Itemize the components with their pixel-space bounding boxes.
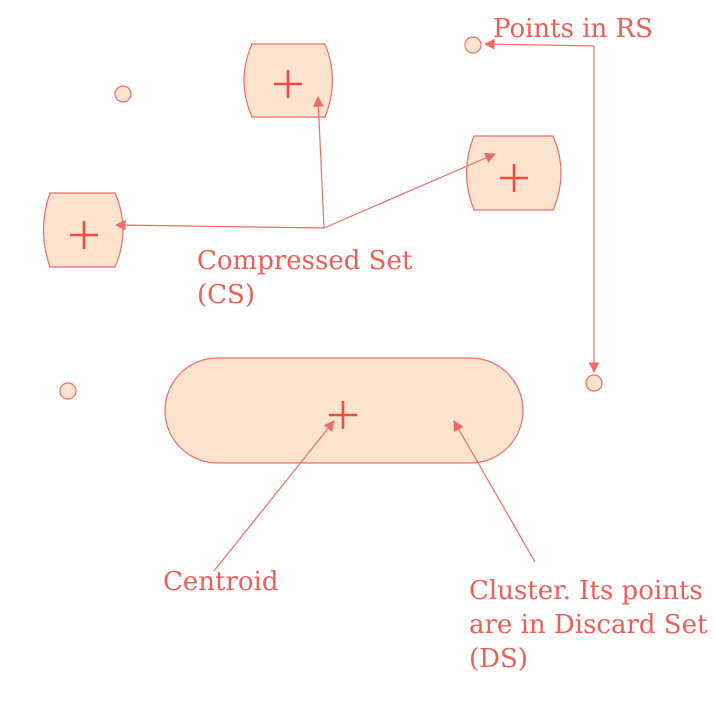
centroid-label: Centroid xyxy=(163,567,279,597)
cluster-label-line1: Cluster. Its points xyxy=(469,576,703,606)
cs-right-plus xyxy=(500,164,528,192)
compressed-set-cluster-right xyxy=(465,135,562,211)
rs-arrows xyxy=(483,38,600,374)
cs-arrows xyxy=(114,95,496,231)
cluster-label-line2: are in Discard Set xyxy=(469,610,708,640)
compressed-set-label-line1: Compressed Set xyxy=(197,246,413,276)
centroid-arrow xyxy=(213,420,335,572)
cluster-arrow xyxy=(453,420,536,563)
compressed-set-cluster-top xyxy=(243,43,334,118)
cluster-centroid-plus xyxy=(329,401,357,429)
rs-point-top-left xyxy=(114,85,132,103)
rs-point-top-right xyxy=(464,36,482,54)
compressed-set-label-line2: (CS) xyxy=(197,280,255,310)
cs-left-plus xyxy=(70,221,98,249)
cs-top-plus xyxy=(274,70,302,98)
points-in-rs-label: Points in RS xyxy=(493,14,653,44)
cluster-label-line3: (DS) xyxy=(469,644,528,674)
compressed-set-cluster-left xyxy=(42,192,124,268)
rs-point-left xyxy=(59,382,77,400)
rs-point-right xyxy=(585,374,603,392)
discard-set-cluster xyxy=(164,357,524,464)
